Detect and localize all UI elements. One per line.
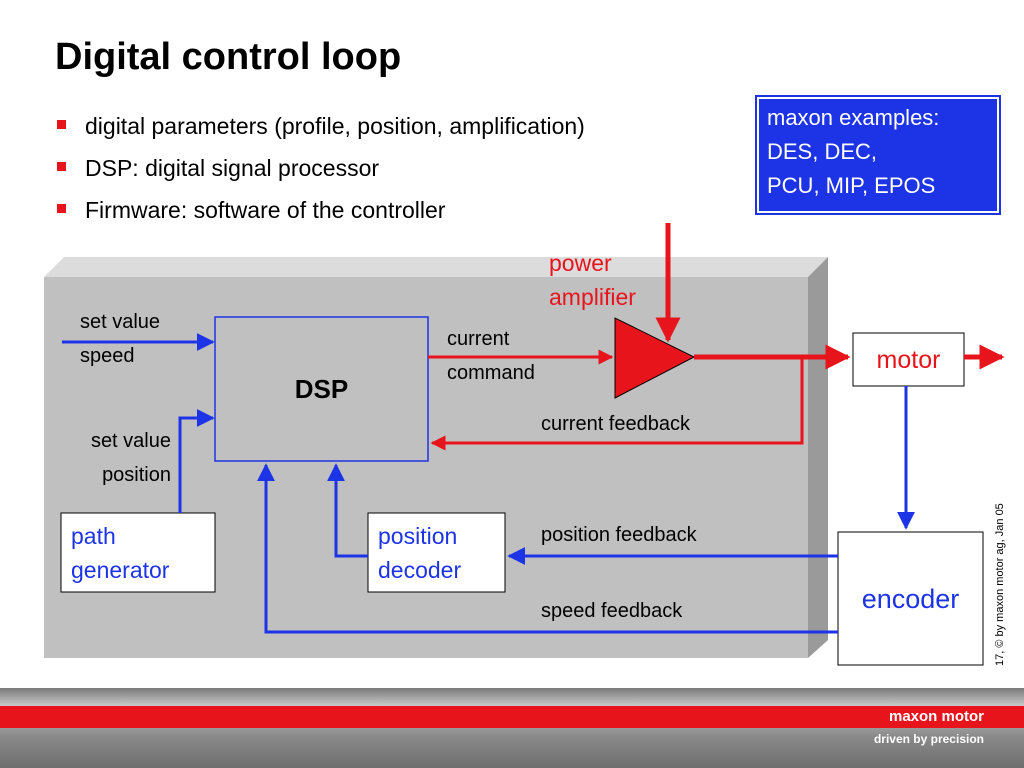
motor-box bbox=[852, 332, 965, 387]
bullet-item: DSP: digital signal processor bbox=[55, 150, 585, 192]
speed-feedback-label: speed feedback bbox=[541, 600, 683, 622]
bullet-text: Firmware: software of the controller bbox=[85, 197, 446, 223]
bullet-item: digital parameters (profile, position, a… bbox=[55, 108, 585, 150]
current-feedback-label: current feedback bbox=[541, 413, 690, 435]
bullet-list: digital parameters (profile, position, a… bbox=[55, 108, 585, 234]
set-value-position-label: set value position bbox=[68, 424, 171, 492]
current-feedback-arrow bbox=[430, 357, 804, 451]
set-value-speed-line: set value bbox=[80, 311, 161, 333]
bullet-square-icon bbox=[57, 120, 66, 129]
path-generator-box bbox=[60, 512, 216, 593]
power-amplifier-label: power amplifier bbox=[549, 246, 636, 314]
current-command-line: current bbox=[447, 328, 510, 350]
current-command-label: current command bbox=[447, 322, 535, 390]
bullet-text: DSP: digital signal processor bbox=[85, 155, 380, 181]
motor-label: motor bbox=[876, 346, 941, 374]
position-decoder-label: position decoder bbox=[378, 519, 461, 587]
current-command-line: command bbox=[447, 362, 535, 384]
set-value-position-line: position bbox=[102, 464, 171, 486]
examples-line: maxon examples: bbox=[767, 105, 940, 130]
maxon-examples-box: maxon examples: DES, DEC, PCU, MIP, EPOS bbox=[755, 95, 1001, 215]
brand-tagline: driven by precision bbox=[873, 732, 984, 746]
encoder-box bbox=[837, 531, 984, 666]
set-value-speed-line: speed bbox=[80, 345, 135, 367]
position-decoder-line: position bbox=[378, 523, 458, 549]
bullet-text: digital parameters (profile, position, a… bbox=[85, 113, 585, 139]
set-value-position-line: set value bbox=[90, 430, 171, 452]
path-generator-line: path bbox=[71, 523, 116, 549]
speed-feedback-arrow bbox=[257, 463, 838, 634]
copyright-text: 17, © by maxon motor ag, Jan 05 bbox=[994, 503, 1006, 666]
power-amplifier-line: power bbox=[549, 250, 612, 276]
dsp-box bbox=[214, 316, 429, 462]
power-amplifier-triangle bbox=[614, 317, 696, 399]
bullet-square-icon bbox=[57, 162, 66, 171]
brand-logo: maxon motor bbox=[888, 708, 984, 725]
power-amplifier-line: amplifier bbox=[549, 284, 636, 310]
dsp-label: DSP bbox=[294, 374, 349, 404]
footer-bar bbox=[0, 688, 1024, 768]
bullet-item: Firmware: software of the controller bbox=[55, 192, 585, 234]
set-value-position-arrow bbox=[178, 409, 215, 513]
examples-line: PCU, MIP, EPOS bbox=[767, 173, 936, 198]
footer-red-band bbox=[0, 706, 1024, 728]
bullet-square-icon bbox=[57, 204, 66, 213]
encoder-label: encoder bbox=[861, 584, 960, 614]
decoder-to-dsp-arrow bbox=[327, 463, 368, 558]
set-value-speed-label: set value speed bbox=[80, 305, 160, 373]
position-decoder-line: decoder bbox=[378, 557, 462, 583]
position-decoder-box bbox=[367, 512, 506, 593]
path-generator-line: generator bbox=[71, 557, 170, 583]
path-generator-label: path generator bbox=[71, 519, 169, 587]
position-feedback-label: position feedback bbox=[541, 524, 697, 546]
examples-line: DES, DEC, bbox=[767, 139, 878, 164]
page-title: Digital control loop bbox=[55, 36, 402, 78]
